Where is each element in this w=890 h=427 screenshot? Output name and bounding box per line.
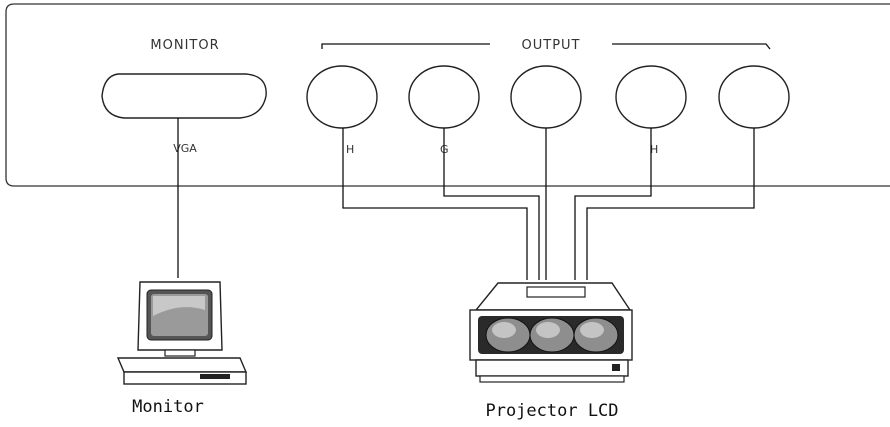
monitor-port-label: MONITOR bbox=[150, 38, 219, 53]
output-port-5 bbox=[718, 65, 790, 129]
projector-device-label: Projector LCD bbox=[485, 401, 618, 421]
monitor-computer-icon bbox=[116, 281, 248, 385]
output-bracket bbox=[321, 43, 771, 50]
output-label: OUTPUT bbox=[522, 38, 581, 53]
output-port-1 bbox=[306, 65, 378, 129]
output-port-4 bbox=[615, 65, 687, 129]
monitor-device-label: Monitor bbox=[132, 397, 204, 417]
output-cables bbox=[342, 128, 755, 280]
vga-connector bbox=[101, 73, 267, 119]
port-label-4: H bbox=[650, 143, 658, 156]
vga-label: VGA bbox=[173, 142, 197, 155]
projector-icon bbox=[469, 282, 633, 383]
back-panel bbox=[5, 3, 890, 187]
output-port-3 bbox=[510, 65, 582, 129]
output-port-2 bbox=[408, 65, 480, 129]
port-label-1: H bbox=[346, 143, 354, 156]
